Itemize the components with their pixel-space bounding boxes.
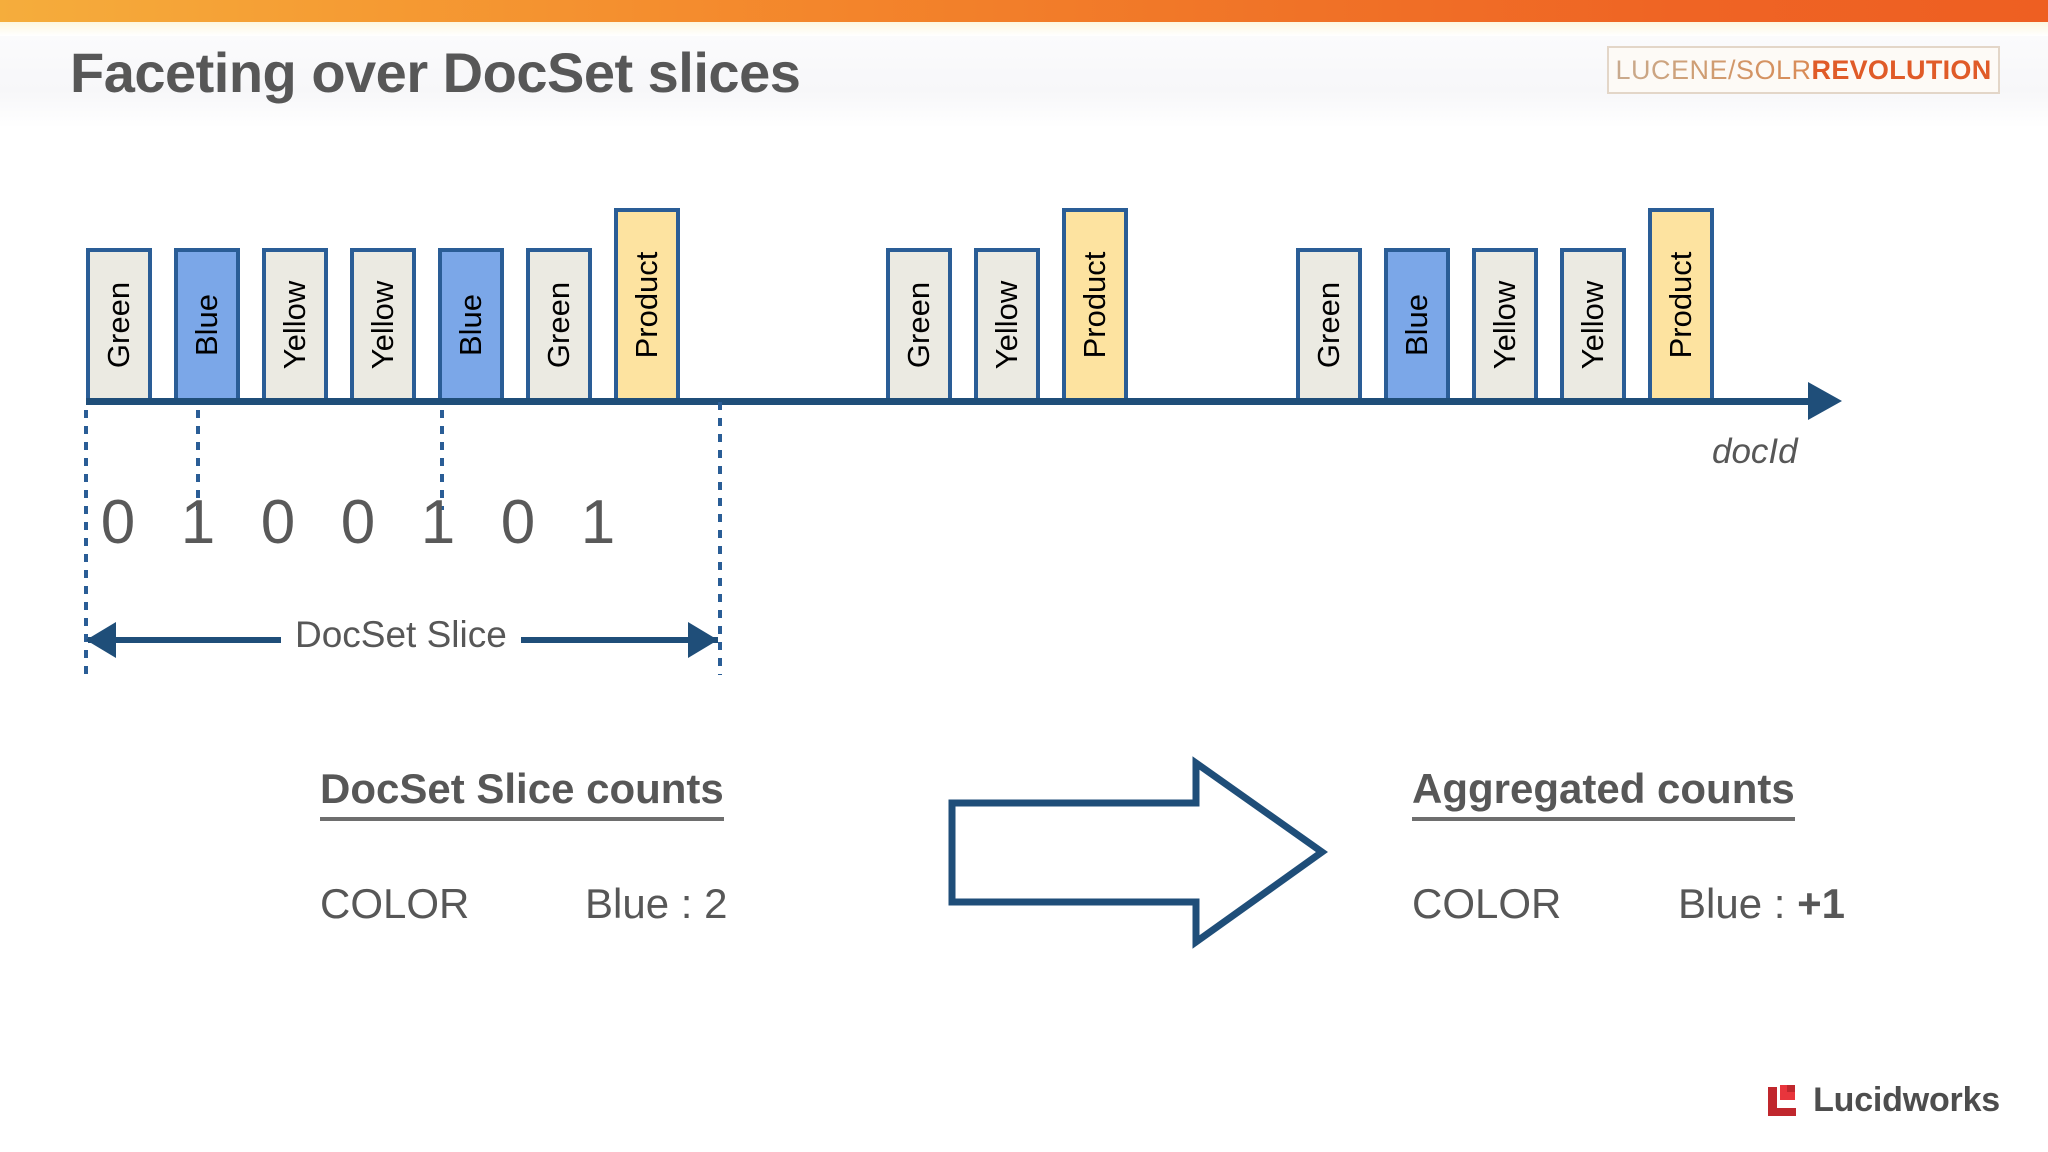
docset-slice-counts-field-label: COLOR	[320, 880, 470, 927]
doc-box-label: Blue	[1399, 293, 1435, 357]
doc-box-green: Green	[1296, 248, 1362, 402]
doc-box-label: Blue	[189, 293, 225, 357]
doc-box-label: Green	[101, 281, 137, 369]
measure-arrowhead-right	[688, 622, 718, 658]
doc-box-label: Product	[1077, 251, 1113, 359]
doc-box-green: Green	[526, 248, 592, 402]
docid-axis-line	[86, 398, 1812, 405]
doc-box-product: Product	[1062, 208, 1128, 402]
doc-box-label: Yellow	[1575, 280, 1611, 370]
docset-slice-measure-label: DocSet Slice	[281, 614, 521, 656]
slice-boundary-dotted-line	[718, 402, 722, 675]
lucidworks-mark-icon	[1765, 1084, 1799, 1118]
doc-box-label: Product	[1663, 251, 1699, 359]
top-accent-bar	[0, 0, 2048, 22]
lucidworks-logo: Lucidworks	[1765, 1081, 2000, 1120]
doc-box-green: Green	[886, 248, 952, 402]
doc-box-blue: Blue	[1384, 248, 1450, 402]
doc-box-yellow: Yellow	[974, 248, 1040, 402]
lucidworks-wordmark: Lucidworks	[1813, 1081, 2000, 1119]
header-glow	[0, 22, 2048, 36]
doc-box-label: Green	[1311, 281, 1347, 369]
bit-connector-dotted-line	[196, 410, 200, 510]
bitmap-digit: 1	[580, 488, 616, 557]
doc-box-product: Product	[614, 208, 680, 402]
logo-bold-text: REVOLUTION	[1811, 54, 1992, 85]
doc-box-blue: Blue	[174, 248, 240, 402]
doc-box-yellow: Yellow	[1560, 248, 1626, 402]
docid-axis-label: docId	[1712, 432, 1798, 471]
aggregated-counts-value: Blue : +1	[1678, 880, 1845, 928]
docset-slice-counts-heading: DocSet Slice counts	[320, 765, 724, 821]
docid-axis-arrowhead	[1808, 382, 1842, 420]
aggregated-counts-field-label: COLOR	[1412, 880, 1562, 927]
docset-slice-counts-value: Blue : 2	[585, 880, 727, 928]
doc-box-blue: Blue	[438, 248, 504, 402]
measure-arrowhead-left	[86, 622, 116, 658]
aggregate-panel-value-prefix: Blue :	[1678, 880, 1798, 927]
doc-box-label: Green	[541, 281, 577, 369]
bitmap-digit: 0	[260, 488, 296, 557]
doc-box-label: Yellow	[989, 280, 1025, 370]
doc-box-label: Product	[629, 251, 665, 359]
doc-box-label: Yellow	[277, 280, 313, 370]
aggregation-flow-arrow	[948, 755, 1329, 955]
bit-connector-dotted-line	[440, 410, 444, 510]
logo-light-text: LUCENE/SOLR	[1615, 54, 1812, 85]
aggregate-panel-value-number: +1	[1797, 880, 1845, 927]
slice-boundary-dotted-line	[84, 410, 88, 675]
page-title: Faceting over DocSet slices	[70, 41, 801, 104]
doc-box-green: Green	[86, 248, 152, 402]
slice-panel-value-number: 2	[704, 880, 728, 927]
doc-box-label: Yellow	[1487, 280, 1523, 370]
doc-box-yellow: Yellow	[262, 248, 328, 402]
bitmap-digit: 0	[500, 488, 536, 557]
doc-box-yellow: Yellow	[1472, 248, 1538, 402]
block-arrow-icon	[948, 756, 1329, 949]
doc-box-label: Yellow	[365, 280, 401, 370]
doc-box-label: Blue	[453, 293, 489, 357]
bitmap-digit: 0	[100, 488, 136, 557]
doc-box-label: Green	[901, 281, 937, 369]
doc-box-yellow: Yellow	[350, 248, 416, 402]
bitmap-digit: 0	[340, 488, 376, 557]
bitmap-digit: 1	[420, 488, 456, 557]
bitmap-digit: 1	[180, 488, 216, 557]
slice-panel-value-prefix: Blue :	[585, 880, 705, 927]
aggregated-counts-heading: Aggregated counts	[1412, 765, 1795, 821]
doc-box-product: Product	[1648, 208, 1714, 402]
